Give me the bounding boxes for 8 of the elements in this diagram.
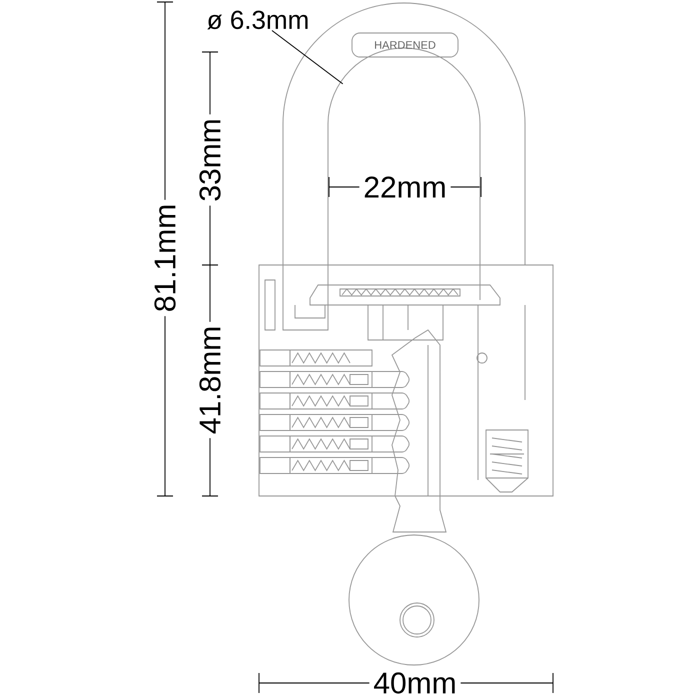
dimension-label: 22mm [359,172,451,202]
dimension-label: 33mm [195,114,225,206]
leader-line [272,30,344,84]
engraved-text: HARDENED [375,41,436,49]
dimension-label: 40mm [369,668,461,698]
dimension-label: 81.1mm [150,200,180,316]
dimension-label: 41.8mm [195,322,225,438]
dimension-label: ø 6.3mm [207,10,308,30]
